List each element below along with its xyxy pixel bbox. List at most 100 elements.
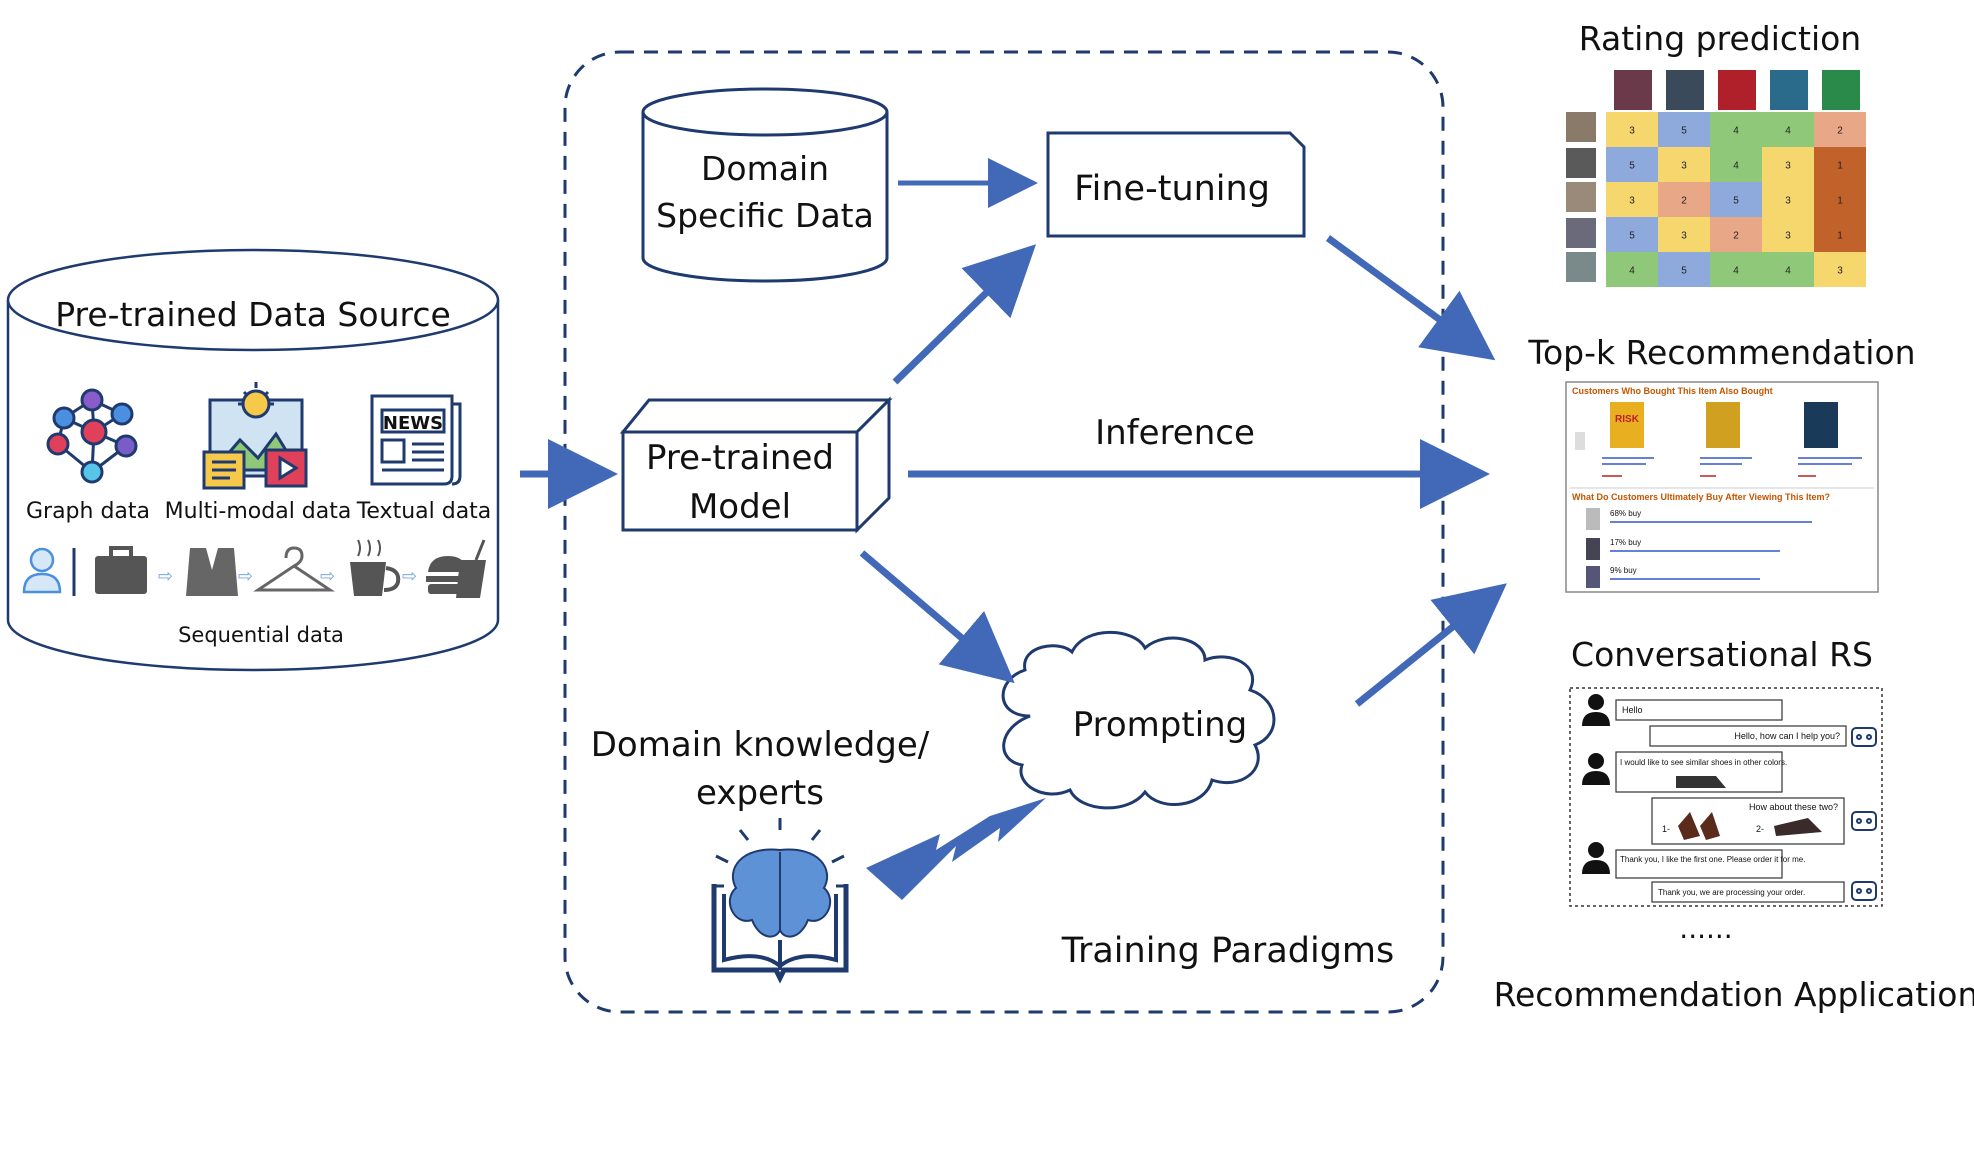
topk-pct-3: 9% buy (1610, 566, 1637, 575)
topk-screenshot: Customers Who Bought This Item Also Boug… (1565, 381, 1879, 593)
rating-value: 3 (1785, 231, 1791, 242)
domain-data-line1: Domain (701, 149, 829, 188)
rating-cell (1814, 147, 1866, 182)
rating-value: 4 (1785, 266, 1791, 277)
training-paradigms-box (563, 50, 1445, 1014)
rating-value: 4 (1733, 161, 1739, 172)
arrow-finetune-to-app (1325, 235, 1496, 361)
rating-cell (1762, 217, 1814, 252)
news-icon-text: NEWS (383, 413, 443, 434)
pretrained-model-box (619, 396, 893, 534)
rating-cell (1710, 112, 1762, 147)
domain-knowledge-line1: Domain knowledge/ (591, 725, 930, 765)
rating-cell (1710, 217, 1762, 252)
fine-tuning-label: Fine-tuning (1074, 169, 1270, 209)
option-1-label: 1- (1662, 824, 1670, 834)
conversation-panel: Hello Hello, how can I help you? I would… (1569, 687, 1883, 907)
rating-value: 1 (1837, 231, 1843, 242)
topk-prev-icon[interactable] (1575, 432, 1585, 450)
topk-pct-2: 17% buy (1610, 538, 1641, 547)
msg-1: Hello (1622, 705, 1643, 715)
lightning-bolt (866, 798, 1046, 900)
rating-cell (1762, 112, 1814, 147)
book1-cover-text: RISK (1615, 414, 1640, 425)
arrow-model-to-prompting (859, 550, 1015, 684)
news-icon (370, 394, 462, 486)
sequence-arrow-icon: ⇨ (158, 566, 173, 586)
fast-food-icon (426, 539, 486, 598)
pretrained-model-line1: Pre-trained (646, 438, 834, 478)
msg-6: Thank you, we are processing your order. (1658, 888, 1805, 897)
graph-data-label: Graph data (26, 499, 150, 524)
sequence-arrow-icon: ⇨ (238, 566, 253, 586)
arrows (520, 158, 1507, 707)
rating-cell (1710, 182, 1762, 217)
msg-5: Thank you, I like the first one. Please … (1620, 855, 1805, 864)
rating-cell (1658, 252, 1710, 287)
rating-value: 4 (1629, 266, 1635, 277)
jacket-icon (186, 548, 238, 596)
sequence-arrow-icon: ⇨ (320, 566, 335, 586)
domain-data-line2: Specific Data (656, 196, 874, 235)
msg-2: Hello, how can I help you? (1734, 731, 1840, 741)
rating-value: 4 (1785, 126, 1791, 137)
brain-book-icon (711, 818, 849, 984)
rating-cell (1606, 112, 1658, 147)
rating-value: 1 (1837, 161, 1843, 172)
rating-cell (1762, 182, 1814, 217)
inference-label: Inference (1095, 413, 1255, 453)
training-paradigms-label: Training Paradigms (1061, 931, 1395, 971)
rating-cell (1814, 217, 1866, 252)
rating-prediction-title: Rating prediction (1579, 19, 1861, 58)
rating-value: 3 (1629, 126, 1635, 137)
topk-header1: Customers Who Bought This Item Also Boug… (1572, 386, 1773, 396)
msg-4: How about these two? (1749, 802, 1838, 812)
prompting-cloud (1001, 630, 1276, 810)
sequence-arrow-icon: ⇨ (402, 566, 417, 586)
rating-cell (1814, 252, 1866, 287)
rating-value: 1 (1837, 196, 1843, 207)
rating-cell (1606, 252, 1658, 287)
multimodal-data-label: Multi-modal data (165, 499, 352, 524)
domain-knowledge-line2: experts (696, 773, 824, 813)
rating-value: 4 (1733, 266, 1739, 277)
rating-value: 5 (1681, 126, 1687, 137)
sequential-data-label: Sequential data (178, 623, 344, 647)
pretrained-model-line2: Model (689, 487, 791, 527)
rating-value: 3 (1681, 161, 1687, 172)
rating-value: 4 (1733, 126, 1739, 137)
msg-3: I would like to see similar shoes in oth… (1620, 758, 1787, 767)
fine-tuning-box (1046, 131, 1306, 238)
rating-cell (1658, 147, 1710, 182)
textual-data-label: Textual data (356, 499, 492, 524)
rating-cell (1762, 147, 1814, 182)
user-avatar-icons (1582, 694, 1610, 874)
rating-value: 3 (1629, 196, 1635, 207)
graph-data-icon (46, 388, 138, 484)
data-source-title: Pre-trained Data Source (55, 295, 451, 334)
topk-pct-1: 68% buy (1610, 509, 1641, 518)
conversational-title: Conversational RS (1571, 635, 1873, 674)
option-2-label: 2- (1756, 824, 1764, 834)
rating-value: 5 (1629, 231, 1635, 242)
briefcase-icon (95, 546, 147, 594)
rating-value: 5 (1733, 196, 1739, 207)
coffee-cup-icon (350, 539, 401, 596)
rating-value: 2 (1733, 231, 1739, 242)
rating-value: 3 (1785, 196, 1791, 207)
rating-cell (1606, 182, 1658, 217)
arrow-model-to-finetune (892, 244, 1037, 385)
rating-cell (1606, 147, 1658, 182)
hanger-icon (253, 546, 335, 592)
rating-value: 5 (1629, 161, 1635, 172)
prompting-label: Prompting (1073, 705, 1248, 745)
ellipsis: ...... (1679, 912, 1732, 945)
rating-value: 3 (1681, 231, 1687, 242)
topk-title: Top-k Recommendation (1527, 333, 1915, 372)
rating-cell (1658, 217, 1710, 252)
recommendation-application-label: Recommendation Application (1494, 975, 1974, 1014)
rating-cell (1658, 112, 1710, 147)
rating-value: 3 (1837, 266, 1843, 277)
